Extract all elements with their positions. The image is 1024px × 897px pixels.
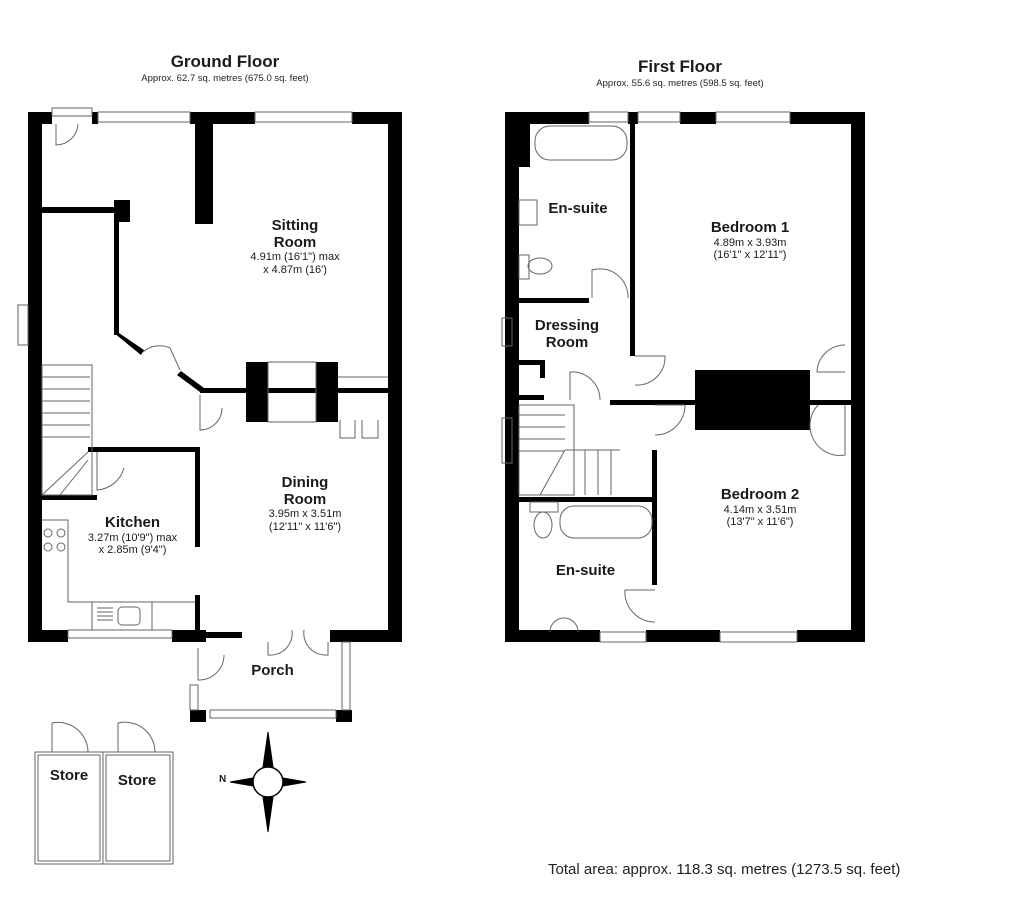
first-floor-fixtures	[501, 111, 846, 643]
room-name: Sitting	[271, 217, 319, 234]
room-store-1: Store	[38, 767, 100, 785]
room-name-line2: Room	[545, 333, 589, 351]
room-name: Store	[49, 767, 89, 784]
room-name: En-suite	[555, 562, 616, 579]
room-store-2: Store	[106, 772, 168, 790]
room-name: Kitchen	[104, 514, 160, 531]
compass-rose-icon	[229, 731, 307, 833]
room-en-suite-1: En-suite	[538, 200, 618, 218]
room-dimensions-line2: (13'7" x 11'6")	[726, 516, 794, 529]
room-dimensions-line2: (16'1" x 12'11")	[713, 249, 787, 262]
compass-north-label: N	[219, 774, 227, 785]
room-name-line2: Room	[273, 233, 317, 251]
room-dimensions-line2: x 4.87m (16')	[263, 263, 327, 276]
ground-floor-walls	[28, 112, 402, 722]
room-name: Store	[117, 772, 157, 789]
ground-floor-area: Approx. 62.7 sq. metres (675.0 sq. feet)	[141, 73, 309, 84]
room-en-suite-2: En-suite	[543, 562, 628, 580]
room-name: Dressing	[534, 317, 600, 334]
room-dimensions: 4.89m x 3.93m	[713, 236, 787, 249]
ground-floor-title: Ground Floor	[170, 52, 280, 71]
room-kitchen: Kitchen 3.27m (10'9") max x 2.85m (9'4")	[65, 514, 200, 557]
room-name: Bedroom 1	[710, 219, 790, 236]
room-porch: Porch	[230, 662, 315, 680]
room-dimensions-line2: x 2.85m (9'4")	[98, 544, 167, 557]
room-dining-room: Dining Room 3.95m x 3.51m (12'11" x 11'6…	[225, 474, 385, 533]
room-bedroom-2: Bedroom 2 4.14m x 3.51m (13'7" x 11'6")	[680, 486, 840, 529]
room-dimensions-line2: (12'11" x 11'6")	[268, 520, 342, 533]
room-name: Dining	[281, 474, 329, 491]
total-area: Total area: approx. 118.3 sq. metres (12…	[548, 861, 901, 878]
room-name: Porch	[251, 662, 294, 679]
room-dimensions: 3.27m (10'9") max	[87, 531, 178, 544]
ground-floor-fixtures	[17, 107, 388, 865]
room-bedroom-1: Bedroom 1 4.89m x 3.93m (16'1" x 12'11")	[670, 219, 830, 262]
room-sitting-room: Sitting Room 4.91m (16'1") max x 4.87m (…	[215, 217, 375, 276]
first-floor-walls	[505, 112, 865, 642]
room-name: Bedroom 2	[720, 486, 800, 503]
room-dressing-room: Dressing Room	[522, 317, 612, 351]
first-floor-area: Approx. 55.6 sq. metres (598.5 sq. feet)	[596, 78, 764, 89]
room-dimensions: 4.91m (16'1") max	[250, 251, 340, 263]
room-name-line2: Room	[283, 490, 327, 508]
room-dimensions: 3.95m x 3.51m	[268, 508, 342, 520]
room-dimensions: 4.14m x 3.51m	[723, 503, 797, 516]
first-floor-title: First Floor	[637, 57, 723, 76]
room-name: En-suite	[548, 200, 608, 217]
